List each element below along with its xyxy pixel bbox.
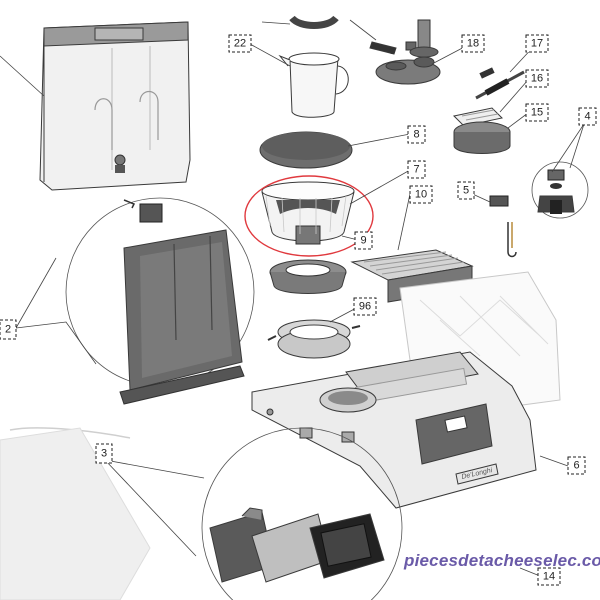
callout-17: 17 [525,34,549,53]
callout-17-label: 17 [531,38,543,50]
callout-22: 22 [228,34,252,53]
brush [475,67,525,100]
callout-22-label: 22 [234,38,246,50]
tamper-stand [375,19,441,85]
wire-connector [489,195,517,258]
callout-18-label: 18 [467,38,479,50]
cleaning-tool [369,41,417,55]
callout-8-label: 8 [413,129,419,141]
valve-assembly [531,161,589,219]
callout-96-label: 96 [359,301,371,313]
callout-7: 7 [407,160,426,179]
callout-16-label: 16 [531,73,543,85]
burr-ring [269,259,347,294]
callout-4-label: 4 [584,111,590,123]
milk-jug [278,15,349,118]
display-module [0,427,403,600]
callout-10: 10 [409,185,433,204]
callout-18: 18 [461,34,485,53]
red-highlight-circle [244,175,374,257]
callout-3-label: 3 [101,448,107,460]
container-lid [259,131,353,169]
drip-grid [452,107,504,127]
callout-7-label: 7 [413,164,419,176]
callout-9: 9 [354,231,373,250]
callout-15: 15 [525,103,549,122]
highlighted-container [244,175,374,257]
callout-2: 2 [0,319,17,340]
callout-5-label: 5 [463,185,469,197]
callout-2-label: 2 [5,324,11,336]
callout-96: 96 [353,297,377,316]
back-panel [65,197,255,405]
callout-8: 8 [407,125,426,144]
callout-15-label: 15 [531,107,543,119]
callout-14-label: 14 [543,571,555,583]
callout-16: 16 [525,69,549,88]
callout-9-label: 9 [360,235,366,247]
callout-5: 5 [457,181,475,200]
callout-6-label: 6 [573,460,579,472]
drip-tray-small [453,121,511,154]
control-housing: De'Longhi [251,351,537,509]
callout-14: 14 [537,567,561,586]
adaptor-ring [267,319,361,359]
watermark: piecesdetacheeselec.com [403,551,600,570]
water-tank [39,21,191,191]
callout-6: 6 [567,456,586,475]
callout-3: 3 [95,443,113,464]
leader-lines [0,19,585,577]
callout-10-label: 10 [415,189,427,201]
callout-4: 4 [578,107,597,126]
